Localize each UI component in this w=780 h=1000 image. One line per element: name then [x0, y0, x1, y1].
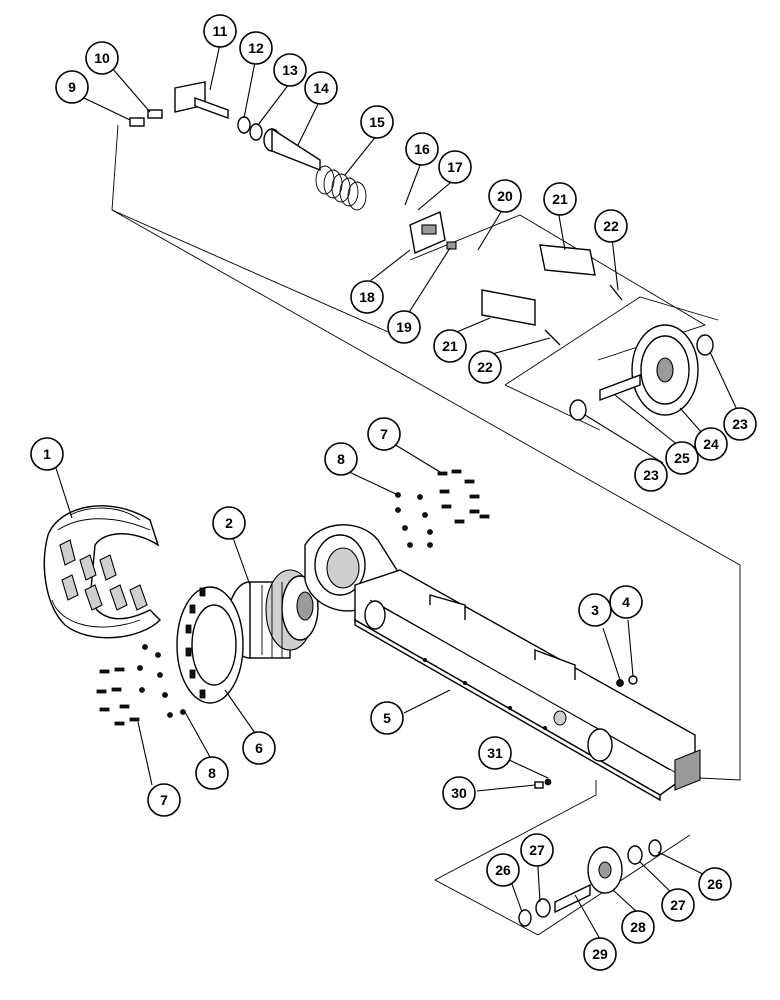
callout-9: 9	[55, 70, 89, 104]
callout-28-label: 28	[630, 919, 646, 935]
callout-21-upper: 21	[543, 182, 577, 216]
callout-6-label: 6	[255, 740, 263, 756]
callout-21-upper-label: 21	[552, 191, 568, 207]
callout-28: 28	[621, 910, 655, 944]
callout-16: 16	[405, 132, 439, 166]
callout-22-lower: 22	[468, 350, 502, 384]
callout-9-label: 9	[68, 79, 76, 95]
callout-13: 13	[273, 53, 307, 87]
callout-25: 25	[665, 441, 699, 475]
sprocket-part	[176, 586, 244, 704]
callout-24: 24	[694, 427, 728, 461]
callout-10-label: 10	[94, 50, 110, 66]
callout-26-right-label: 26	[707, 876, 723, 892]
callout-21-lower: 21	[433, 329, 467, 363]
callout-11-label: 11	[213, 23, 228, 39]
callout-22-lower-label: 22	[477, 359, 493, 375]
callout-7-lower: 7	[147, 783, 181, 817]
drive-motor-part	[227, 569, 319, 659]
callout-13-label: 13	[282, 62, 298, 78]
callout-16-label: 16	[414, 141, 430, 157]
callout-23-right: 23	[723, 407, 757, 441]
callout-22-upper: 22	[594, 209, 628, 243]
callout-12: 12	[239, 31, 273, 65]
callout-27-left: 27	[520, 833, 554, 867]
bolts-and-washers	[96, 469, 490, 726]
callout-8-lower: 8	[195, 756, 229, 790]
callout-6: 6	[242, 731, 276, 765]
callout-26-left: 26	[486, 853, 520, 887]
callout-15-label: 15	[369, 114, 385, 130]
callout-2: 2	[212, 506, 246, 540]
callout-7-lower-label: 7	[160, 792, 168, 808]
callout-30: 30	[442, 776, 476, 810]
callout-25-label: 25	[674, 450, 690, 466]
callout-2-label: 2	[225, 515, 233, 531]
tensioner-parts	[129, 81, 714, 421]
callout-20-label: 20	[497, 188, 513, 204]
callout-17: 17	[438, 150, 472, 184]
callout-21-lower-label: 21	[442, 338, 458, 354]
callout-26-right: 26	[698, 867, 732, 901]
callout-3: 3	[578, 593, 612, 627]
callout-11: 11	[203, 14, 237, 48]
roller-parts	[518, 778, 662, 927]
callout-14-label: 14	[313, 80, 329, 96]
callout-18: 18	[350, 280, 384, 314]
callout-24-label: 24	[703, 436, 719, 452]
callout-31-label: 31	[487, 745, 503, 761]
callout-23-right-label: 23	[732, 416, 748, 432]
callout-22-upper-label: 22	[603, 218, 619, 234]
callout-4-label: 4	[622, 594, 630, 610]
callout-14: 14	[304, 71, 338, 105]
callout-19: 19	[387, 310, 421, 344]
callout-10: 10	[85, 41, 119, 75]
assembly-boundary-lines	[111, 124, 741, 936]
callout-5: 5	[370, 701, 404, 735]
callout-8-lower-label: 8	[208, 765, 216, 781]
callout-29-label: 29	[592, 946, 608, 962]
callout-17-label: 17	[447, 159, 463, 175]
track-frame-part	[304, 524, 701, 802]
callout-19-label: 19	[396, 319, 412, 335]
callout-29: 29	[583, 937, 617, 971]
callout-18-label: 18	[359, 289, 375, 305]
callout-1: 1	[30, 437, 64, 471]
track-chain-part	[43, 505, 161, 639]
callout-27-right: 27	[661, 888, 695, 922]
callout-23-left-label: 23	[643, 467, 659, 483]
callout-1-label: 1	[43, 446, 51, 462]
callout-3-label: 3	[591, 602, 599, 618]
callout-8-upper: 8	[324, 442, 358, 476]
callout-5-label: 5	[383, 710, 391, 726]
callout-30-label: 30	[451, 785, 467, 801]
callout-23-left: 23	[634, 458, 668, 492]
callout-7-upper-label: 7	[380, 426, 388, 442]
callout-27-left-label: 27	[529, 842, 545, 858]
callout-8-upper-label: 8	[337, 451, 345, 467]
callout-7-upper: 7	[367, 417, 401, 451]
callout-31: 31	[478, 736, 512, 770]
callout-12-label: 12	[248, 40, 264, 56]
callout-20: 20	[488, 179, 522, 213]
callout-26-left-label: 26	[495, 862, 511, 878]
callout-4: 4	[609, 585, 643, 619]
callout-27-right-label: 27	[670, 897, 686, 913]
callout-15: 15	[360, 105, 394, 139]
